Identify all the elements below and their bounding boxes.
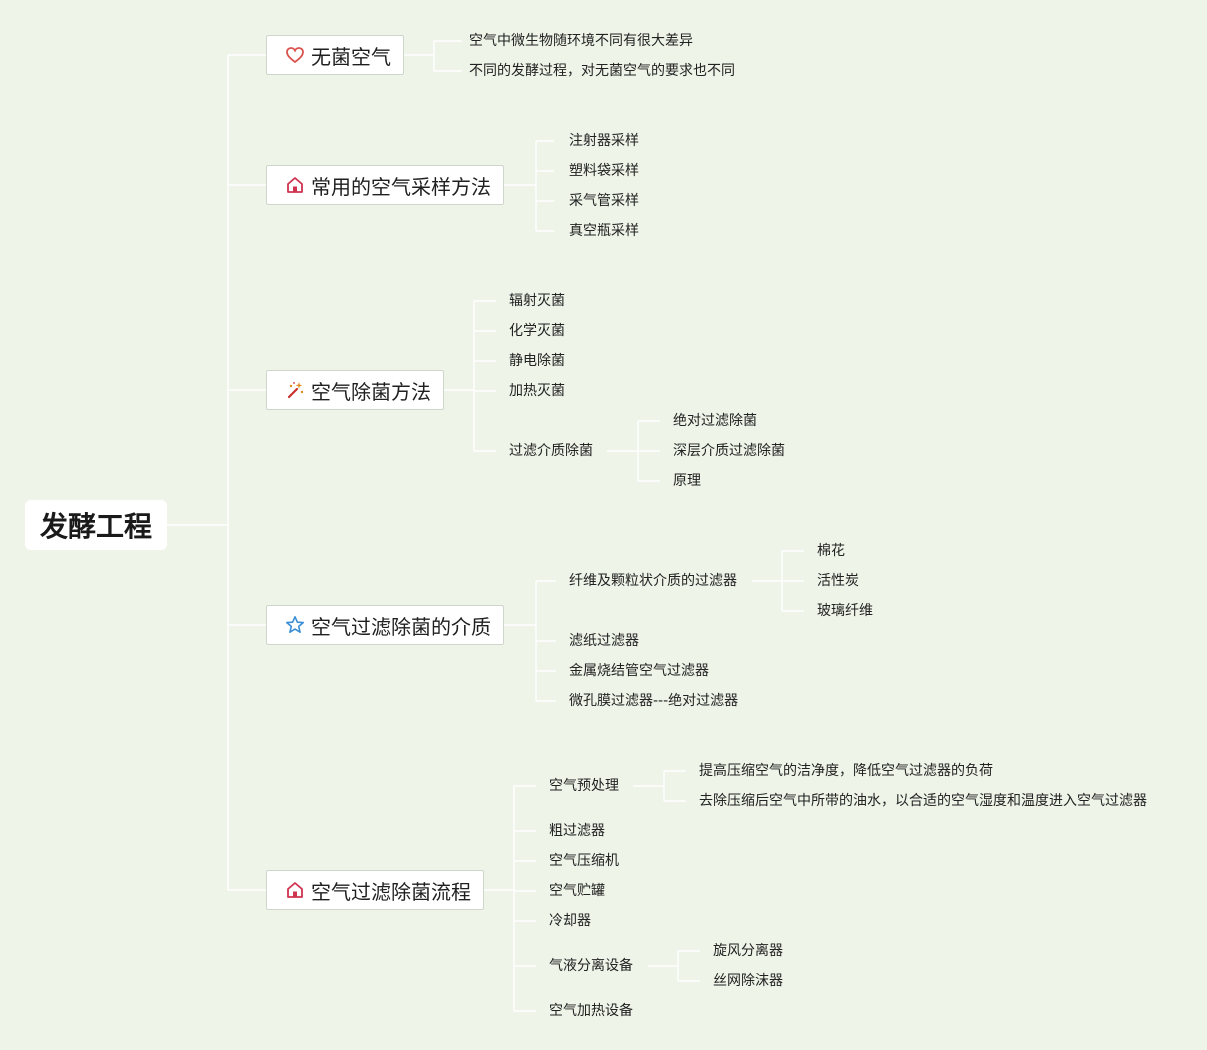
leaf-chemical-sterilization[interactable]: 化学灭菌 (509, 323, 565, 339)
leaf-air-tank[interactable]: 空气贮罐 (549, 883, 605, 899)
branch-label: 常用的空气采样方法 (311, 174, 491, 199)
leaf-coarse-filter[interactable]: 粗过滤器 (549, 823, 605, 839)
branch-label: 空气过滤除菌的介质 (311, 614, 491, 639)
leaf-mesh-demister[interactable]: 丝网除沫器 (713, 973, 783, 989)
leaf-vacuum-bottle-sampling[interactable]: 真空瓶采样 (569, 223, 639, 239)
leaf-bag-sampling[interactable]: 塑料袋采样 (569, 163, 639, 179)
leaf-deep-media-filtration[interactable]: 深层介质过滤除菌 (673, 443, 785, 459)
heart-icon (285, 45, 305, 65)
home-icon (285, 175, 305, 195)
leaf-absolute-filtration[interactable]: 绝对过滤除菌 (673, 413, 757, 429)
leaf-remove-oil-water[interactable]: 去除压缩后空气中所带的油水，以合适的空气湿度和温度进入空气过滤器 (699, 793, 1147, 809)
leaf-principle[interactable]: 原理 (673, 473, 701, 489)
branch-filtration-process[interactable]: 空气过滤除菌流程 (266, 870, 484, 910)
root-label: 发酵工程 (39, 510, 152, 543)
root-node[interactable]: 发酵工程 (25, 500, 167, 550)
leaf-cooler[interactable]: 冷却器 (549, 913, 591, 929)
leaf-sintered-metal-filter[interactable]: 金属烧结管空气过滤器 (569, 663, 709, 679)
leaf-activated-carbon[interactable]: 活性炭 (817, 573, 859, 589)
leaf-microbe-variation[interactable]: 空气中微生物随环境不同有很大差异 (469, 33, 693, 49)
leaf-radiation-sterilization[interactable]: 辐射灭菌 (509, 293, 565, 309)
branch-sterile-air[interactable]: 无菌空气 (266, 35, 404, 75)
star-icon (285, 615, 305, 635)
magic-wand-icon (285, 380, 305, 400)
leaf-air-heater[interactable]: 空气加热设备 (549, 1003, 633, 1019)
leaf-requirement-varies[interactable]: 不同的发酵过程，对无菌空气的要求也不同 (469, 63, 735, 79)
leaf-improve-cleanliness[interactable]: 提高压缩空气的洁净度，降低空气过滤器的负荷 (699, 763, 993, 779)
leaf-gas-liquid-separator[interactable]: 气液分离设备 (549, 958, 633, 974)
branch-label: 无菌空气 (311, 44, 391, 69)
leaf-air-pretreatment[interactable]: 空气预处理 (549, 778, 619, 794)
leaf-tube-sampling[interactable]: 采气管采样 (569, 193, 639, 209)
leaf-cyclone-separator[interactable]: 旋风分离器 (713, 943, 783, 959)
leaf-glass-fiber[interactable]: 玻璃纤维 (817, 603, 873, 619)
branch-label: 空气除菌方法 (311, 379, 431, 404)
home-icon (285, 880, 305, 900)
branch-sampling-methods[interactable]: 常用的空气采样方法 (266, 165, 504, 205)
leaf-air-compressor[interactable]: 空气压缩机 (549, 853, 619, 869)
leaf-cotton[interactable]: 棉花 (817, 543, 845, 559)
leaf-syringe-sampling[interactable]: 注射器采样 (569, 133, 639, 149)
leaf-microporous-membrane-filter[interactable]: 微孔膜过滤器---绝对过滤器 (569, 693, 739, 709)
branch-label: 空气过滤除菌流程 (311, 879, 471, 904)
leaf-heat-sterilization[interactable]: 加热灭菌 (509, 383, 565, 399)
leaf-fiber-granular-filter[interactable]: 纤维及颗粒状介质的过滤器 (569, 573, 737, 589)
branch-filter-media[interactable]: 空气过滤除菌的介质 (266, 605, 504, 645)
branch-sterilization-methods[interactable]: 空气除菌方法 (266, 370, 444, 410)
leaf-filter-media-removal[interactable]: 过滤介质除菌 (509, 443, 593, 459)
leaf-electrostatic-removal[interactable]: 静电除菌 (509, 353, 565, 369)
leaf-paper-filter[interactable]: 滤纸过滤器 (569, 633, 639, 649)
